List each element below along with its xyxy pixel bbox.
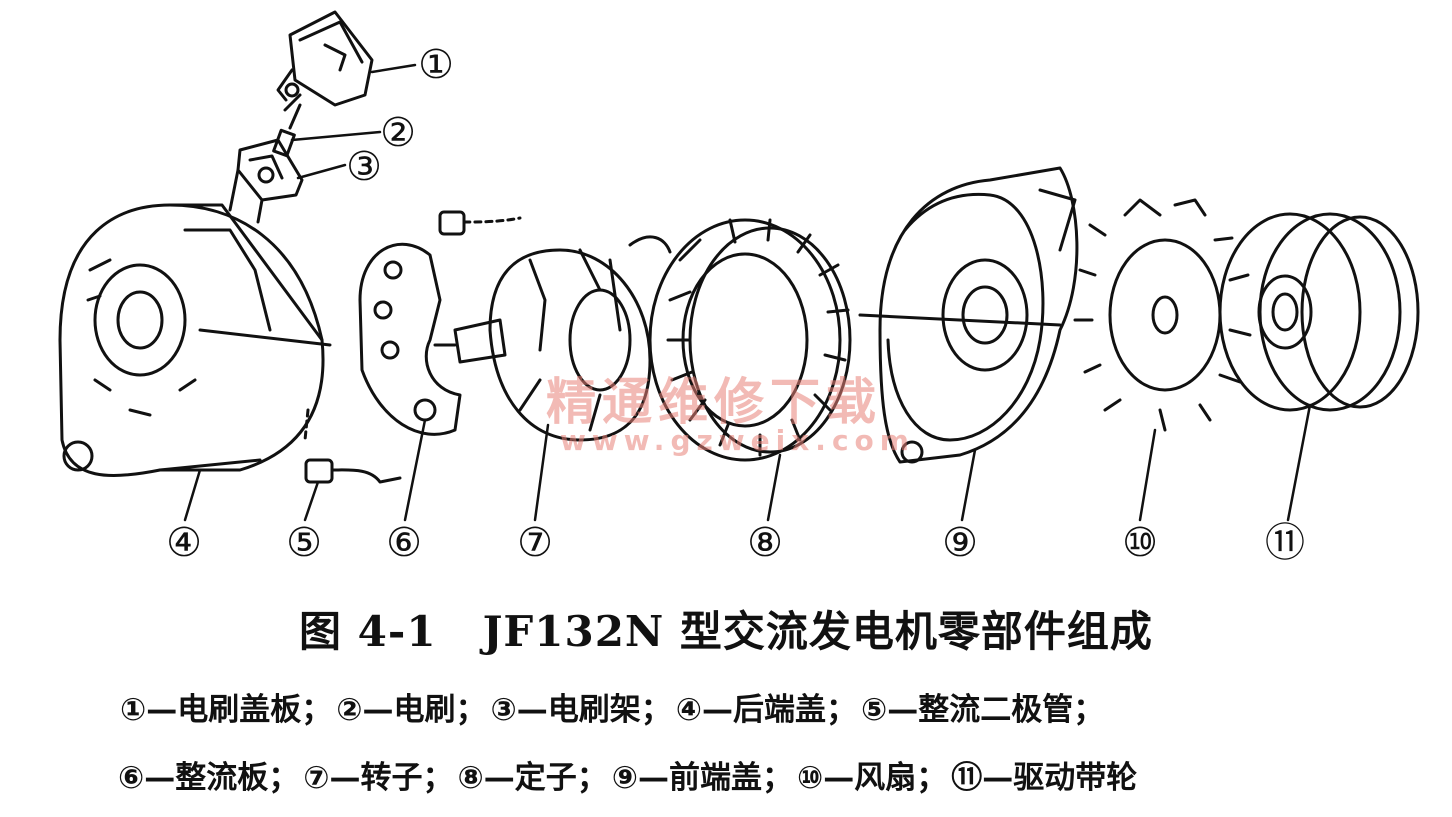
watermark: 精通维修下载 bbox=[546, 373, 882, 431]
legend-item: ⑩—风扇； bbox=[797, 760, 948, 796]
stator bbox=[648, 218, 852, 462]
legend-item: ②—电刷； bbox=[336, 692, 487, 728]
callout-label: ⑥ bbox=[386, 520, 422, 566]
watermark-url: www.gzweix.com bbox=[560, 424, 915, 457]
callout-numbers: ①②③ ④ ⑤ ⑥ ⑦ ⑧ ⑨ ⑩ ⑪ bbox=[166, 42, 1305, 566]
callout-label: ⑦ bbox=[517, 520, 553, 566]
legend-item: ⑤—整流二极管； bbox=[861, 692, 1105, 728]
brush-cover-plate bbox=[276, 10, 374, 112]
legend-item: ⑦—转子； bbox=[303, 760, 454, 796]
callout-label: ⑤ bbox=[286, 520, 322, 566]
callout-label: ⑩ bbox=[1122, 520, 1158, 566]
figure-number: 图 4-1 bbox=[299, 607, 437, 656]
callout-label: ① bbox=[418, 42, 454, 88]
fan bbox=[1073, 198, 1252, 432]
callout-label: ⑪ bbox=[1265, 520, 1305, 566]
legend-line-2: ⑥—整流板；⑦—转子；⑧—定子；⑨—前端盖；⑩—风扇；⑪—驱动带轮 bbox=[118, 752, 1141, 797]
rectifier-plate bbox=[358, 242, 462, 436]
callout-label: ③ bbox=[346, 144, 382, 190]
legend-item: ⑪—驱动带轮 bbox=[951, 760, 1138, 796]
leader-lines bbox=[183, 63, 1312, 522]
drive-pulley bbox=[1218, 212, 1420, 412]
legend-item: ⑧—定子； bbox=[457, 760, 608, 796]
legend-item: ③—电刷架； bbox=[490, 692, 672, 728]
exploded-alternator-diagram: ①②③ ④ ⑤ ⑥ ⑦ ⑧ ⑨ ⑩ ⑪ bbox=[58, 10, 1420, 566]
callout-label: ② bbox=[380, 110, 416, 156]
callout-label: ⑧ bbox=[747, 520, 783, 566]
brush bbox=[272, 103, 302, 158]
callout-label: ⑨ bbox=[942, 520, 978, 566]
figure-caption: 图 4-1 JF132N 型交流发电机零部件组成 bbox=[0, 598, 1452, 659]
front-end-cover bbox=[858, 166, 1079, 464]
figure-title: JF132N 型交流发电机零部件组成 bbox=[482, 607, 1153, 656]
legend-line-1: ①—电刷盖板；②—电刷；③—电刷架；④—后端盖；⑤—整流二极管； bbox=[120, 684, 1108, 729]
legend-item: ④—后端盖； bbox=[675, 692, 857, 728]
brush-holder bbox=[228, 138, 304, 224]
rectifier-diode bbox=[303, 210, 522, 484]
rear-end-cover bbox=[58, 203, 332, 478]
callout-label: ④ bbox=[166, 520, 202, 566]
legend-item: ⑥—整流板； bbox=[118, 760, 300, 796]
legend-item: ⑨—前端盖； bbox=[611, 760, 793, 796]
legend-item: ①—电刷盖板； bbox=[120, 692, 333, 728]
